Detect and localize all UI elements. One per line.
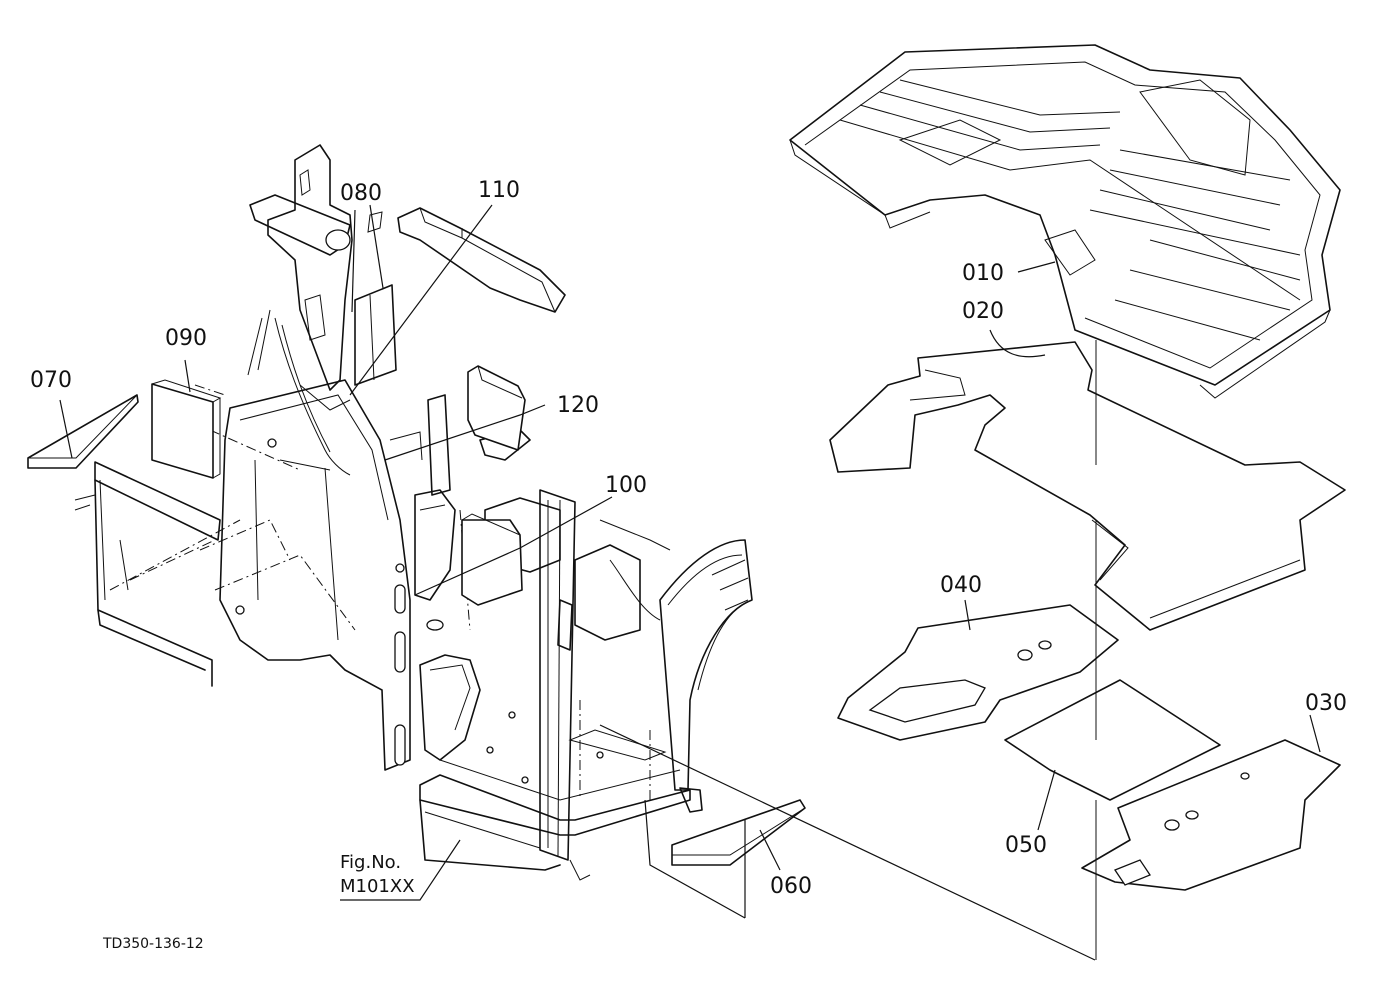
callout-040: 040 <box>940 573 982 598</box>
pad-120 <box>467 365 526 451</box>
leader-lines <box>59 204 1321 961</box>
pad-110 <box>397 207 566 313</box>
figure-reference: Fig.No. M101XX <box>340 852 415 897</box>
callout-020: 020 <box>962 299 1004 324</box>
floor-mat-020 <box>829 341 1346 631</box>
callout-030: 030 <box>1305 691 1347 716</box>
mat-030 <box>1081 739 1341 891</box>
figure-reference-label: Fig.No. <box>340 852 401 873</box>
callout-090: 090 <box>165 326 207 351</box>
callout-060: 060 <box>770 874 812 899</box>
callout-120: 120 <box>557 393 599 418</box>
callout-100: 100 <box>605 473 647 498</box>
pad-080 <box>354 284 397 386</box>
pad-060 <box>671 799 806 866</box>
callout-070: 070 <box>30 368 72 393</box>
pad-070 <box>27 394 139 469</box>
callout-050: 050 <box>1005 833 1047 858</box>
callout-labels: 010 020 030 040 050 060 070 080 090 100 … <box>30 178 1347 899</box>
pad-100 <box>461 513 523 606</box>
pad-090 <box>151 379 222 479</box>
figure-reference-number: M101XX <box>340 876 415 897</box>
callout-080: 080 <box>340 181 382 206</box>
mat-050 <box>1004 679 1221 801</box>
callout-110: 110 <box>478 178 520 203</box>
drawing-code: TD350-136-12 <box>102 936 204 952</box>
floor-tray-010 <box>789 44 1341 399</box>
cab-frame-assembly <box>74 144 753 881</box>
callout-010: 010 <box>962 261 1004 286</box>
mat-040 <box>837 604 1119 741</box>
